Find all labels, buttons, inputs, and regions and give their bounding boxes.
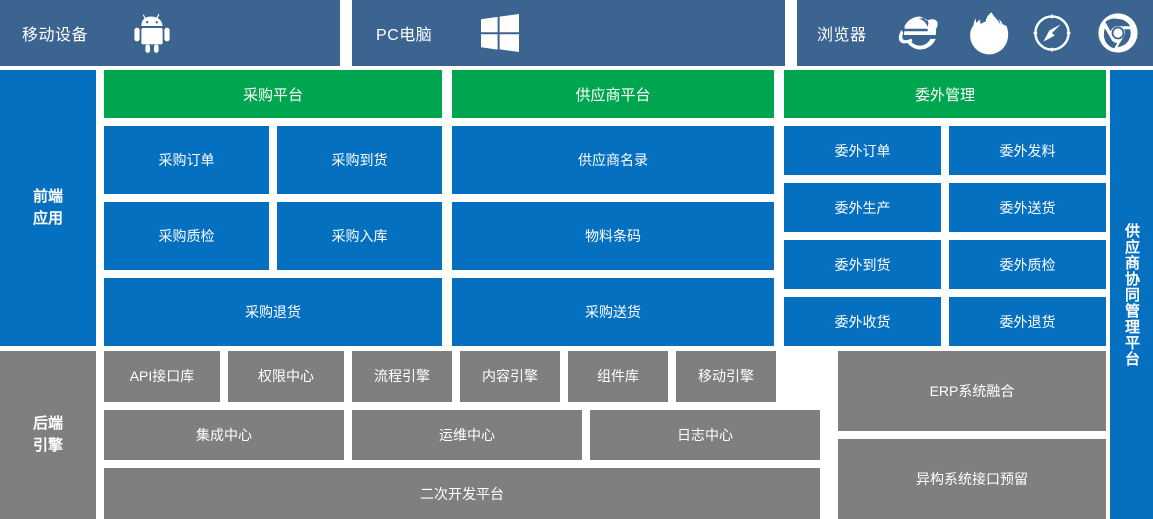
tile-purchase-arrival[interactable]: 采购到货 [277,126,442,194]
frontend-groups: 采购平台 采购订单 采购到货 采购质检 采购入库 采购退货 供应商平台 供应商名… [104,70,1106,346]
backend-main: API接口库 权限中心 流程引擎 内容引擎 组件库 移动引擎 集成中心 运维中心… [104,351,1106,519]
tile-erp-integration[interactable]: ERP系统融合 [838,351,1106,431]
tile-material-barcode[interactable]: 物料条码 [452,202,774,270]
tile-operations-center[interactable]: 运维中心 [352,409,582,461]
tile-log-center[interactable]: 日志中心 [590,409,820,461]
backend-row-2: 集成中心 运维中心 日志中心 [104,409,820,461]
frontend-layer: 前端 应用 采购平台 采购订单 采购到货 采购质检 采购入库 采购退货 供应商平… [0,70,1153,346]
windows-icon [478,11,522,55]
internet-explorer-icon [897,10,943,56]
group-header-supplier[interactable]: 供应商平台 [452,70,774,118]
client-label-pc: PC电脑 [376,27,433,44]
group-outsourcing-management: 委外管理 委外订单 委外发料 委外生产 委外送货 委外到货 委外质检 委外收货 … [784,70,1106,346]
platform-title: 供应商协同管理平台 [1123,222,1140,367]
group-header-outsourcing[interactable]: 委外管理 [784,70,1106,118]
tile-component-library[interactable]: 组件库 [568,351,668,402]
platform-title-rail: 供应商协同管理平台 [1110,70,1153,519]
tile-permission-center[interactable]: 权限中心 [228,351,344,402]
backend-rail-label: 后端 引擎 [0,351,96,519]
tile-outsource-inspection[interactable]: 委外质检 [949,240,1106,289]
tile-content-engine[interactable]: 内容引擎 [460,351,560,402]
tile-outsource-return[interactable]: 委外退货 [949,297,1106,346]
client-layer: 移动设备 PC电脑 [0,0,1153,66]
tile-secondary-development-platform[interactable]: 二次开发平台 [104,468,820,519]
client-label-mobile: 移动设备 [22,27,89,44]
tile-heterogeneous-interface-reserve[interactable]: 异构系统接口预留 [838,439,1106,519]
group-tiles-purchase: 采购订单 采购到货 采购质检 采购入库 采购退货 [104,126,442,346]
tile-outsource-order[interactable]: 委外订单 [784,126,941,175]
tile-purchase-instock[interactable]: 采购入库 [277,202,442,270]
client-segment-pc[interactable]: PC电脑 [352,0,785,66]
tile-purchase-delivery[interactable]: 采购送货 [452,278,774,346]
backend-rail-line2: 引擎 [32,437,63,454]
client-label-browser: 浏览器 [817,27,867,44]
safari-icon [1029,10,1075,56]
frontend-rail-line2: 应用 [32,210,63,227]
backend-row-1: API接口库 权限中心 流程引擎 内容引擎 组件库 移动引擎 [104,351,820,402]
group-tiles-supplier: 供应商名录 物料条码 采购送货 [452,126,774,346]
frontend-rail-label: 前端 应用 [0,70,96,346]
tile-outsource-issue[interactable]: 委外发料 [949,126,1106,175]
backend-engine-group: API接口库 权限中心 流程引擎 内容引擎 组件库 移动引擎 集成中心 运维中心… [104,351,820,519]
client-segment-mobile[interactable]: 移动设备 [0,0,340,66]
tile-workflow-engine[interactable]: 流程引擎 [352,351,452,402]
tile-outsource-receipt[interactable]: 委外收货 [784,297,941,346]
tile-mobile-engine[interactable]: 移动引擎 [676,351,776,402]
firefox-icon [963,10,1009,56]
group-header-purchase[interactable]: 采购平台 [104,70,442,118]
backend-row-3: 二次开发平台 [104,468,820,519]
tile-integration-center[interactable]: 集成中心 [104,409,344,461]
client-icons-pc [478,11,522,55]
tile-purchase-inspection[interactable]: 采购质检 [104,202,269,270]
android-icon [132,12,172,54]
backend-rail-line1: 后端 [32,414,63,432]
group-tiles-outsourcing: 委外订单 委外发料 委外生产 委外送货 委外到货 委外质检 委外收货 委外退货 [784,126,1106,346]
chrome-icon [1095,10,1141,56]
group-supplier-platform: 供应商平台 供应商名录 物料条码 采购送货 [452,70,774,346]
client-icons-mobile [132,12,172,54]
client-icons-browser [897,10,1141,56]
tile-purchase-return[interactable]: 采购退货 [104,278,442,346]
frontend-rail-line1: 前端 [32,187,63,205]
client-segment-browser[interactable]: 浏览器 [797,0,1153,66]
tile-supplier-directory[interactable]: 供应商名录 [452,126,774,194]
backend-layer: 后端 引擎 API接口库 权限中心 流程引擎 内容引擎 组件库 移动引擎 集成中… [0,351,1153,519]
tile-api-library[interactable]: API接口库 [104,351,220,402]
backend-integration-group: ERP系统融合 异构系统接口预留 [838,351,1106,519]
tile-outsource-production[interactable]: 委外生产 [784,183,941,232]
tile-outsource-delivery[interactable]: 委外送货 [949,183,1106,232]
group-purchase-platform: 采购平台 采购订单 采购到货 采购质检 采购入库 采购退货 [104,70,442,346]
tile-outsource-arrival[interactable]: 委外到货 [784,240,941,289]
tile-purchase-order[interactable]: 采购订单 [104,126,269,194]
